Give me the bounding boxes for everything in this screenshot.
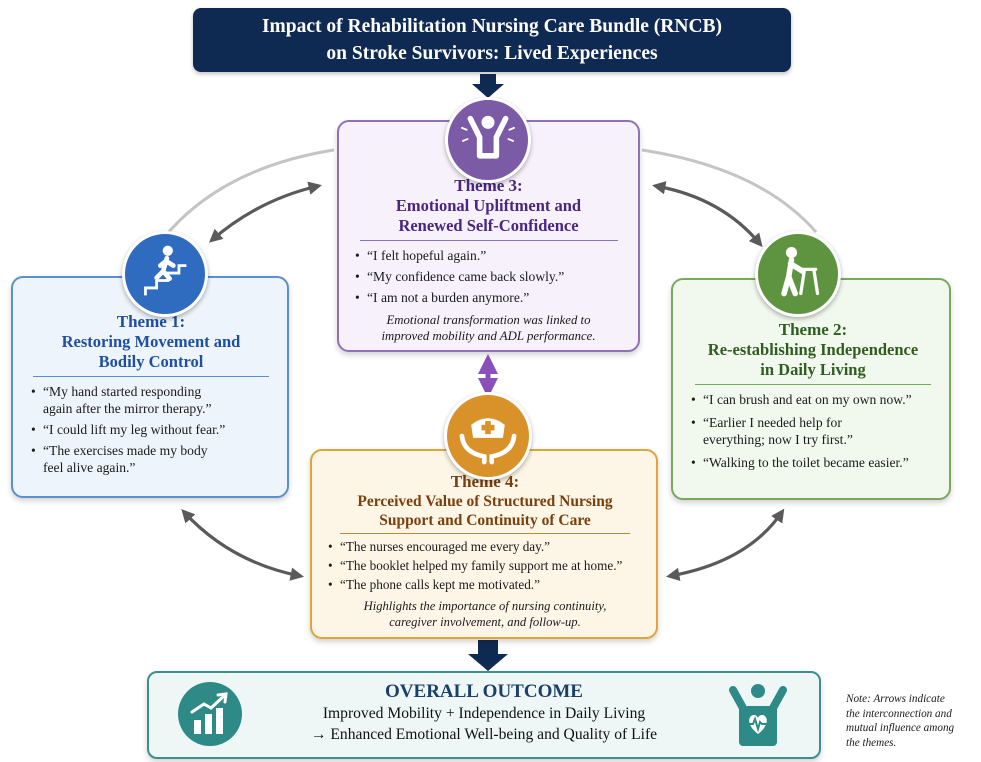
theme2-quote-line: “I can brush and eat on my own now.”	[703, 392, 912, 407]
nurse-cap-in-hands-svg	[459, 418, 517, 465]
theme1-card: Theme 1: Restoring Movement and Bodily C…	[11, 276, 289, 498]
theme1-quote: “I could lift my leg without fear.”	[29, 421, 273, 438]
theme4-title-line-1: Perceived Value of Structured Nursing	[357, 493, 613, 510]
nurse-cap-in-hands-icon	[444, 392, 532, 480]
theme3-quote: “My confidence came back slowly.”	[353, 268, 624, 285]
elderly-person-with-walker-svg	[781, 247, 820, 297]
outcome-line-2: → Enhanced Emotional Well-being and Qual…	[310, 726, 658, 743]
theme4-quote: “The nurses encouraged me every day.”	[326, 539, 644, 555]
arrow-theme4-to-outcome	[468, 640, 508, 671]
title-line-1: Impact of Rehabilitation Nursing Care Bu…	[261, 16, 723, 37]
outer-arc-left	[160, 148, 335, 241]
theme2-card: Theme 2: Re-establishing Independence in…	[671, 278, 951, 500]
title-banner: Impact of Rehabilitation Nursing Care Bu…	[193, 8, 791, 72]
growth-bar-chart-icon	[178, 682, 242, 746]
theme3-label: Theme 3:	[454, 176, 523, 195]
theme4-quote-list: “The nurses encouraged me every day.” “T…	[326, 539, 644, 593]
theme1-quote-line: “I could lift my leg without fear.”	[43, 422, 226, 437]
theme2-quote: “I can brush and eat on my own now.”	[689, 391, 937, 408]
theme3-quote: “I felt hopeful again.”	[353, 247, 624, 264]
theme4-note-line-2: caregiver involvement, and follow-up.	[389, 615, 581, 629]
arrow-title-to-theme3	[472, 74, 504, 98]
theme1-quote: “The exercises made my body feel alive a…	[29, 442, 273, 476]
theme3-quote-list: “I felt hopeful again.” “My confidence c…	[353, 247, 624, 306]
theme4-quote: “The booklet helped my family support me…	[326, 558, 644, 574]
arrow-theme4-theme2	[666, 508, 785, 581]
person-climbing-stairs-svg	[144, 245, 187, 296]
theme3-note-line-2: improved mobility and ADL performance.	[381, 329, 596, 343]
side-note-line-2: the interconnection and	[846, 707, 952, 720]
person-with-heartbeat-svg	[729, 684, 787, 746]
theme2-quote: “Walking to the toilet became easier.”	[689, 454, 937, 471]
theme1-title-line-2: Bodily Control	[98, 352, 204, 371]
theme3-note-line-1: Emotional transformation was linked to	[386, 313, 591, 327]
side-note-line-1: Note: Arrows indicate	[846, 693, 945, 705]
theme2-quote-list: “I can brush and eat on my own now.” “Ea…	[689, 391, 937, 471]
theme4-note: Highlights the importance of nursing con…	[326, 598, 644, 630]
theme2-title-line-2: in Daily Living	[760, 360, 866, 379]
theme1-quote-line: “The exercises made my body	[43, 443, 208, 458]
theme3-note: Emotional transformation was linked to i…	[353, 312, 624, 344]
theme1-quote: “My hand started responding again after …	[29, 383, 273, 417]
theme1-quote-line: “My hand started responding	[43, 384, 202, 399]
side-note: Note: Arrows indicate the interconnectio…	[846, 692, 981, 750]
outer-arc-right	[641, 148, 818, 233]
theme3-divider	[359, 240, 618, 241]
outcome-title: OVERALL OUTCOME	[385, 681, 583, 702]
theme1-label: Theme 1:	[116, 312, 186, 331]
theme2-quote: “Earlier I needed help for everything; n…	[689, 414, 937, 448]
theme2-quote-line: “Earlier I needed help for	[703, 415, 842, 430]
theme1-quote-line: feel alive again.”	[43, 460, 136, 475]
person-raising-arms-heart-icon	[445, 97, 531, 183]
side-note-line-3: mutual influence among	[846, 722, 955, 734]
theme2-quote-line: everything; now I try first.”	[703, 432, 853, 447]
theme3-title-line-1: Emotional Upliftment and	[395, 196, 582, 215]
theme1-divider	[33, 376, 269, 377]
side-note-line-4: the themes.	[846, 736, 897, 749]
overall-outcome-box: OVERALL OUTCOME Improved Mobility + Inde…	[147, 671, 821, 759]
theme2-quote-line: “Walking to the toilet became easier.”	[703, 455, 909, 470]
theme2-divider	[695, 384, 931, 385]
theme2-label: Theme 2:	[778, 320, 848, 339]
elderly-person-with-walker-icon	[755, 231, 841, 317]
title-line-2: on Stroke Survivors: Lived Experiences	[326, 43, 658, 64]
person-climbing-stairs-icon	[122, 231, 208, 317]
theme4-quote: “The phone calls kept me motivated.”	[326, 577, 644, 593]
arrow-theme1-theme4	[181, 509, 304, 581]
theme4-note-line-1: Highlights the importance of nursing con…	[363, 599, 607, 613]
outcome-line-1: Improved Mobility + Independence in Dail…	[322, 705, 646, 722]
theme4-title-line-2: Support and Continuity of Care	[379, 512, 591, 529]
theme1-quote-line: again after the mirror therapy.”	[43, 401, 212, 416]
theme3-quote: “I am not a burden anymore.”	[353, 289, 624, 306]
growth-bar-chart-svg	[178, 682, 242, 746]
theme3-title-line-2: Renewed Self-Confidence	[398, 216, 579, 235]
arrow-theme3-theme2	[652, 181, 763, 248]
arrow-theme1-theme3	[208, 181, 322, 243]
theme2-title-line-1: Re-establishing Independence	[707, 340, 919, 359]
person-with-heartbeat-icon	[727, 682, 789, 752]
person-raising-arms-heart-svg	[461, 115, 515, 159]
theme4-card: Theme 4: Perceived Value of Structured N…	[310, 449, 658, 639]
theme1-quote-list: “My hand started responding again after …	[29, 383, 273, 476]
theme1-title-line-1: Restoring Movement and	[61, 332, 241, 351]
theme4-divider	[340, 533, 630, 534]
